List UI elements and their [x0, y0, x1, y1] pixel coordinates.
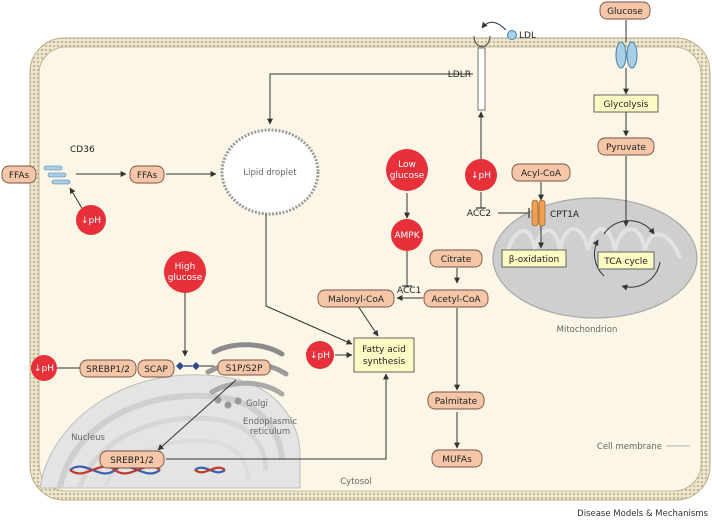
ph-circle-ldlr — [465, 159, 497, 191]
cpt1a-label: CPT1A — [550, 210, 580, 220]
tca-cycle-label: TCA cycle — [603, 257, 648, 267]
ffas-inside-box — [129, 165, 165, 184]
cytosol-label: Cytosol — [340, 477, 372, 487]
ph-label-ldlr: ↓pH — [471, 171, 491, 181]
acetyl-coa-label: Acetyl-CoA — [431, 295, 481, 305]
acyl-coa-label: Acyl-CoA — [521, 169, 562, 179]
lipid-droplet — [220, 128, 320, 216]
glucose-label: Glucose — [607, 7, 643, 17]
golgi-label: Golgi — [246, 399, 268, 409]
arrows — [56, 20, 690, 460]
scap-connector — [176, 362, 200, 370]
nucleus-label: Nucleus — [71, 433, 105, 443]
acc1-label: ACC1 — [397, 286, 421, 296]
srebp-nuclear-box — [99, 450, 165, 469]
scap-box — [137, 359, 175, 378]
fatty-acid-synthesis-label-2: synthesis — [363, 357, 406, 367]
low-glucose-label-1: Low — [398, 160, 416, 170]
mufas-label: MUFAs — [442, 455, 472, 465]
ffas-outside-label: FFAs — [9, 171, 30, 181]
ph-label-cd36: ↓pH — [81, 216, 101, 226]
mufas-box — [431, 449, 483, 468]
ffas-outside-box — [1, 165, 37, 184]
ph-label-fas: ↓pH — [310, 351, 330, 361]
pyruvate-box — [597, 137, 655, 156]
mitochondrion-label: Mitochondrion — [557, 325, 618, 335]
low-glucose-circle — [386, 149, 428, 191]
high-glucose-label-2: glucose — [168, 273, 203, 283]
ph-circle-srebp — [31, 355, 57, 381]
fatty-acid-synthesis-box — [353, 337, 415, 373]
glucose-box — [599, 1, 651, 20]
high-glucose-circle — [164, 251, 206, 293]
ph-label-srebp: ↓pH — [34, 364, 54, 374]
cell-membrane-label: Cell membrane — [597, 442, 662, 452]
ph-circle-fas — [306, 341, 334, 369]
beta-oxidation-box — [501, 249, 567, 268]
malonyl-coa-label: Malonyl-CoA — [328, 295, 385, 305]
glycolysis-label: Glycolysis — [604, 100, 649, 110]
ampk-circle — [391, 219, 423, 251]
palmitate-label: Palmitate — [435, 397, 478, 407]
palmitate-box — [427, 391, 485, 410]
er-label-1: Endoplasmic — [243, 417, 297, 427]
low-glucose-label-2: glucose — [390, 171, 425, 181]
ldl-label: LDL — [519, 31, 536, 41]
glucose-transporter — [615, 41, 638, 69]
citrate-label: Citrate — [441, 255, 472, 265]
srebp-box — [79, 359, 137, 378]
s1p-s2p-label: S1P/S2P — [226, 364, 263, 374]
acetyl-coa-box — [423, 289, 489, 308]
cd36-label: CD36 — [70, 145, 95, 155]
s1p-s2p-box — [217, 359, 271, 376]
golgi-icon — [205, 342, 289, 409]
journal-credit: Disease Models & Mechanisms — [577, 509, 708, 519]
ldl-particle — [507, 30, 517, 40]
pyruvate-label: Pyruvate — [606, 143, 647, 153]
cd36-transporter — [43, 165, 71, 185]
ph-circle-cd36 — [76, 205, 106, 235]
tca-cycle-box — [597, 251, 655, 270]
ldlr-receptor — [473, 35, 491, 111]
srebp-nuclear-label: SREBP1/2 — [110, 456, 154, 466]
high-glucose-label-1: High — [175, 262, 196, 272]
ampk-label: AMPK — [394, 231, 420, 241]
ldlr-label: LDLR — [448, 70, 471, 80]
tca-cycle-ring — [592, 220, 661, 291]
malonyl-coa-box — [317, 289, 395, 308]
srebp-label: SREBP1/2 — [86, 365, 130, 375]
citrate-box — [429, 249, 483, 268]
acc2-label: ACC2 — [467, 209, 491, 219]
fatty-acid-synthesis-label-1: Fatty acid — [362, 345, 406, 355]
er-label-2: reticulum — [250, 427, 290, 437]
scap-label: SCAP — [144, 365, 168, 375]
glycolysis-box — [593, 94, 659, 113]
acyl-coa-box — [511, 163, 571, 182]
lipid-droplet-label: Lipid droplet — [243, 168, 297, 178]
cpt1a-channel — [531, 199, 546, 227]
ffas-inside-label: FFAs — [137, 171, 158, 181]
beta-oxidation-label: β-oxidation — [509, 255, 560, 265]
